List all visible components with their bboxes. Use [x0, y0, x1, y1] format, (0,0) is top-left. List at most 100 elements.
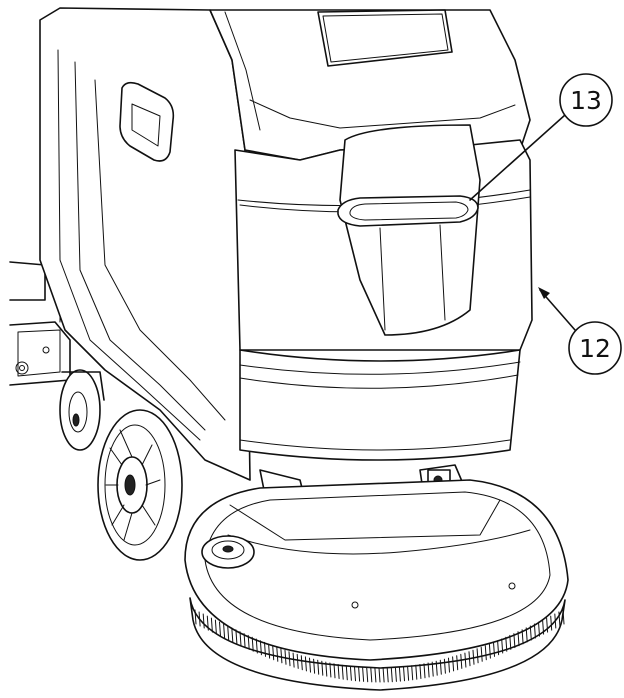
bristle-tick — [558, 611, 561, 627]
bristle-tick — [223, 623, 226, 639]
bristle-tick — [264, 641, 266, 657]
bristle-tick — [288, 651, 291, 667]
bristle-tick — [337, 664, 340, 679]
bristle-tick — [529, 625, 532, 641]
bristle-tick — [407, 665, 410, 681]
bristle-tick — [198, 611, 201, 627]
bristle-tick — [513, 633, 516, 649]
bristle-tick — [268, 643, 271, 659]
bristle-tick — [468, 651, 471, 667]
bristle-tick — [517, 631, 520, 647]
bristle-tick — [419, 664, 422, 679]
bristle-tick — [525, 627, 528, 643]
bristle-tick — [403, 666, 405, 682]
bristle-tick — [443, 658, 446, 674]
bristle-tick — [448, 657, 450, 673]
bristle-tick — [497, 640, 500, 656]
deck-cap — [201, 535, 255, 569]
bristle-tick — [259, 640, 262, 656]
bristle-tick — [313, 658, 316, 674]
bristle-tick — [423, 663, 426, 679]
bristle-tick — [538, 621, 540, 637]
bristle-tick — [374, 667, 377, 683]
bristle-tick — [456, 655, 459, 671]
callout-12-arrowhead — [538, 287, 550, 299]
bristle-tick — [439, 659, 442, 675]
rear-wheel — [97, 409, 183, 561]
bristle-tick — [460, 653, 463, 669]
bristle-tick — [296, 653, 299, 669]
bristle-tick — [554, 613, 557, 629]
lower-body — [239, 349, 521, 461]
bristle-tick — [411, 665, 414, 681]
callout-12: 12 — [538, 287, 622, 375]
bristle-tick — [366, 667, 369, 683]
bristle-tick — [398, 666, 401, 682]
bristle-tick — [321, 660, 324, 676]
bristle-tick — [304, 656, 307, 672]
bristle-tick — [255, 638, 258, 654]
bristle-tick — [243, 633, 246, 649]
side-grip — [119, 81, 175, 162]
display-window — [317, 9, 453, 67]
bristle-tick — [276, 646, 279, 662]
bristle-tick — [214, 619, 217, 635]
bristle-tick — [345, 665, 348, 681]
bristle-tick — [476, 648, 479, 664]
bristle-tick — [386, 667, 389, 683]
bristle-tick — [325, 661, 328, 677]
bristle-tick — [333, 663, 336, 679]
bristle-tick — [435, 660, 438, 676]
bristle-tick — [210, 617, 213, 633]
bristle-tick — [493, 641, 495, 657]
bristle-tick — [227, 625, 230, 641]
bristle-tick — [292, 652, 295, 668]
bristle-tick — [533, 623, 536, 639]
bristle-tick — [488, 643, 491, 659]
bristle-tick — [542, 619, 545, 635]
bristle-tick — [480, 646, 483, 662]
bristle-tick — [349, 665, 352, 681]
brush-deck — [184, 479, 569, 661]
bristle-tick — [354, 666, 356, 682]
bristle-tick — [206, 615, 209, 631]
bristle-tick — [231, 627, 234, 643]
bristle-tick — [521, 629, 524, 645]
callout-12-label: 12 — [579, 334, 611, 363]
bristle-tick — [464, 652, 467, 668]
bristle-tick — [194, 609, 197, 625]
bristle-tick — [501, 638, 504, 654]
bristle-tick — [247, 634, 250, 650]
handle-recess — [337, 124, 481, 336]
bristle-tick — [370, 667, 373, 683]
bristle-tick — [362, 666, 365, 682]
bristle-tick — [219, 621, 221, 637]
bristle-tick — [280, 648, 283, 664]
bristle-tick — [550, 615, 553, 631]
bristle-tick — [427, 662, 430, 678]
caster-wheel — [59, 369, 105, 451]
bristle-tick — [382, 667, 385, 683]
bristle-tick — [509, 634, 512, 650]
bristle-tick — [378, 667, 381, 683]
bristle-tick — [239, 631, 242, 647]
bristle-tick — [431, 661, 434, 677]
bristle-tick — [505, 636, 508, 652]
brush-bristles — [189, 597, 566, 691]
bristle-tick — [300, 655, 303, 671]
bristle-tick — [202, 613, 205, 629]
bristle-tick — [452, 656, 455, 672]
bristle-tick — [415, 664, 418, 680]
bristle-tick — [484, 645, 487, 661]
body-side-panel — [39, 7, 251, 481]
bristle-tick — [546, 617, 549, 633]
callout-13: 13 — [469, 73, 613, 201]
callout-13-label: 13 — [570, 86, 602, 115]
bristle-tick — [341, 664, 344, 680]
bristle-tick — [390, 667, 393, 683]
bristle-tick — [251, 636, 254, 652]
bristle-tick — [562, 609, 565, 625]
bristle-tick — [472, 649, 475, 665]
bristle-tick — [235, 629, 238, 645]
